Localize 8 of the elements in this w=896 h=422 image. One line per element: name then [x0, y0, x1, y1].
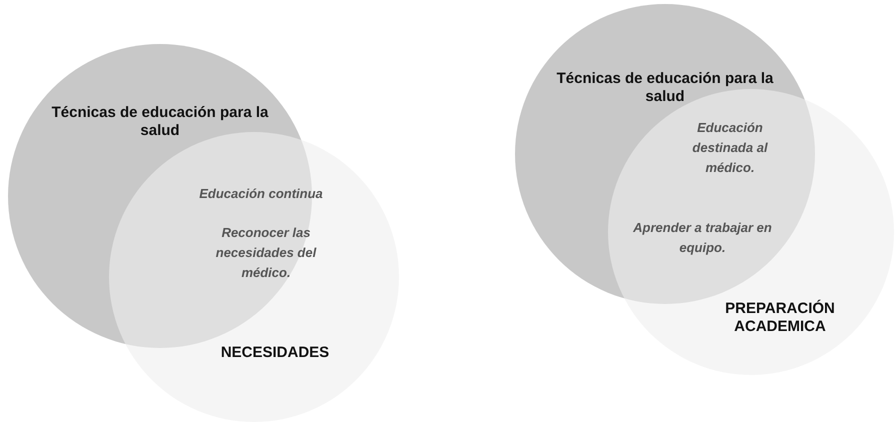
- circle-title: Técnicas de educación para la salud: [50, 104, 270, 140]
- circle-title: PREPARACIÓN ACADEMICA: [724, 300, 836, 336]
- circle-title: NECESIDADES: [220, 344, 330, 362]
- overlap-text: Reconocer las necesidades del médico.: [214, 224, 318, 282]
- overlap-text: Aprender a trabajar en equipo.: [632, 219, 773, 257]
- overlap-text: Educación destinada al médico.: [691, 119, 769, 177]
- overlap-text: Educación continua: [198, 185, 324, 203]
- circle-title: Técnicas de educación para la salud: [556, 70, 774, 106]
